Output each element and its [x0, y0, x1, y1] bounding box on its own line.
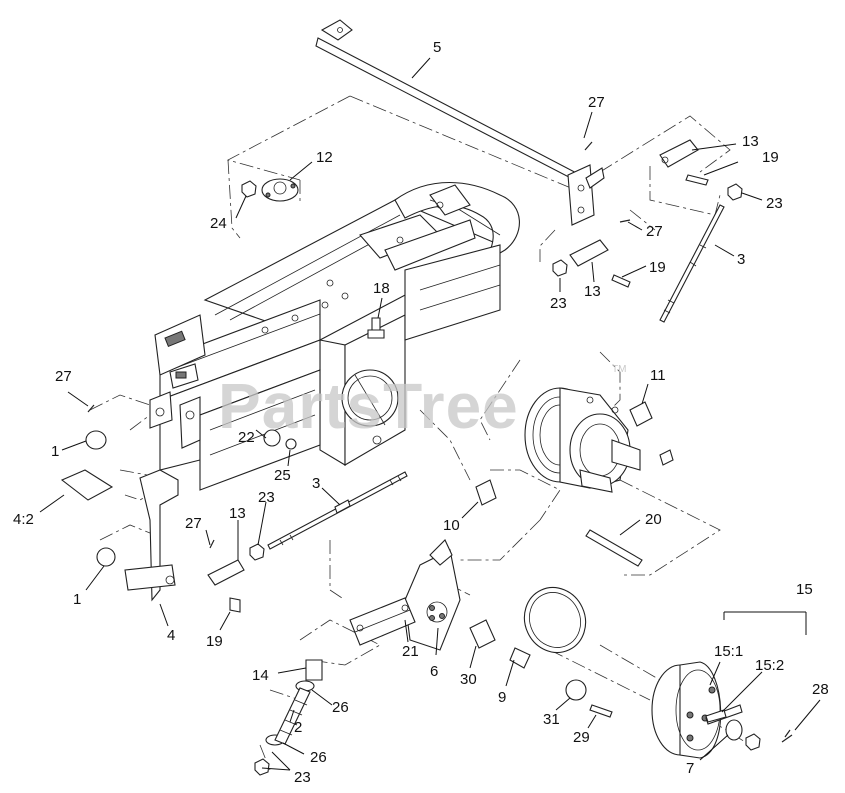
callout-27: 27 — [55, 368, 72, 385]
callout-7: 7 — [686, 760, 694, 777]
callout-3: 3 — [312, 475, 320, 492]
part-3-rod-upper — [659, 204, 725, 323]
callout-21: 21 — [402, 643, 419, 660]
part-15-drum — [651, 661, 743, 759]
callout-6: 6 — [430, 663, 438, 680]
part-9-band — [509, 586, 587, 669]
callout-14: 14 — [252, 667, 269, 684]
callout-4: 4 — [167, 627, 175, 644]
callout-31: 31 — [543, 711, 560, 728]
callout-15-1: 15:1 — [714, 643, 743, 660]
part-5-rod — [315, 19, 605, 226]
callout-9: 9 — [498, 689, 506, 706]
callout-10: 10 — [443, 517, 460, 534]
callout-28: 28 — [812, 681, 829, 698]
callout-23: 23 — [294, 769, 311, 786]
callout-19: 19 — [649, 259, 666, 276]
part-6-bracket — [404, 539, 461, 651]
callout-13: 13 — [584, 283, 601, 300]
callout-27: 27 — [646, 223, 663, 240]
callout-20: 20 — [645, 511, 662, 528]
callout-labels: 5 27 13 19 23 12 24 27 3 19 23 13 18 11 … — [13, 39, 829, 786]
callout-22: 22 — [238, 429, 255, 446]
clutch-assembly — [524, 387, 641, 493]
callout-25: 25 — [274, 467, 291, 484]
callout-13: 13 — [229, 505, 246, 522]
callout-1: 1 — [51, 443, 59, 460]
callout-23: 23 — [766, 195, 783, 212]
callout-27: 27 — [588, 94, 605, 111]
callout-2: 2 — [294, 719, 302, 736]
part-21-channel — [349, 597, 416, 646]
callout-24: 24 — [210, 215, 227, 232]
callout-26: 26 — [310, 749, 327, 766]
callout-4-2: 4:2 — [13, 511, 34, 528]
watermark-text: PartsTree — [218, 370, 519, 442]
callout-15-2: 15:2 — [755, 657, 784, 674]
part-4-arm — [124, 469, 179, 602]
callout-19: 19 — [762, 149, 779, 166]
callout-27: 27 — [185, 515, 202, 532]
callout-3: 3 — [737, 251, 745, 268]
callout-23: 23 — [258, 489, 275, 506]
watermark: PartsTree TM — [218, 364, 626, 442]
callout-26: 26 — [332, 699, 349, 716]
watermark-tm: TM — [612, 364, 626, 375]
callout-18: 18 — [373, 280, 390, 297]
callout-5: 5 — [433, 39, 441, 56]
callout-23: 23 — [550, 295, 567, 312]
leader-lines — [39, 57, 821, 771]
callout-13: 13 — [742, 133, 759, 150]
callout-11: 11 — [650, 367, 666, 384]
callout-19: 19 — [206, 633, 223, 650]
callout-30: 30 — [460, 671, 477, 688]
callout-29: 29 — [573, 729, 590, 746]
frame-assembly — [149, 182, 520, 491]
callout-12: 12 — [316, 149, 333, 166]
callout-1: 1 — [73, 591, 81, 608]
part-3-rod-lower — [267, 471, 408, 550]
callout-15: 15 — [796, 581, 813, 598]
